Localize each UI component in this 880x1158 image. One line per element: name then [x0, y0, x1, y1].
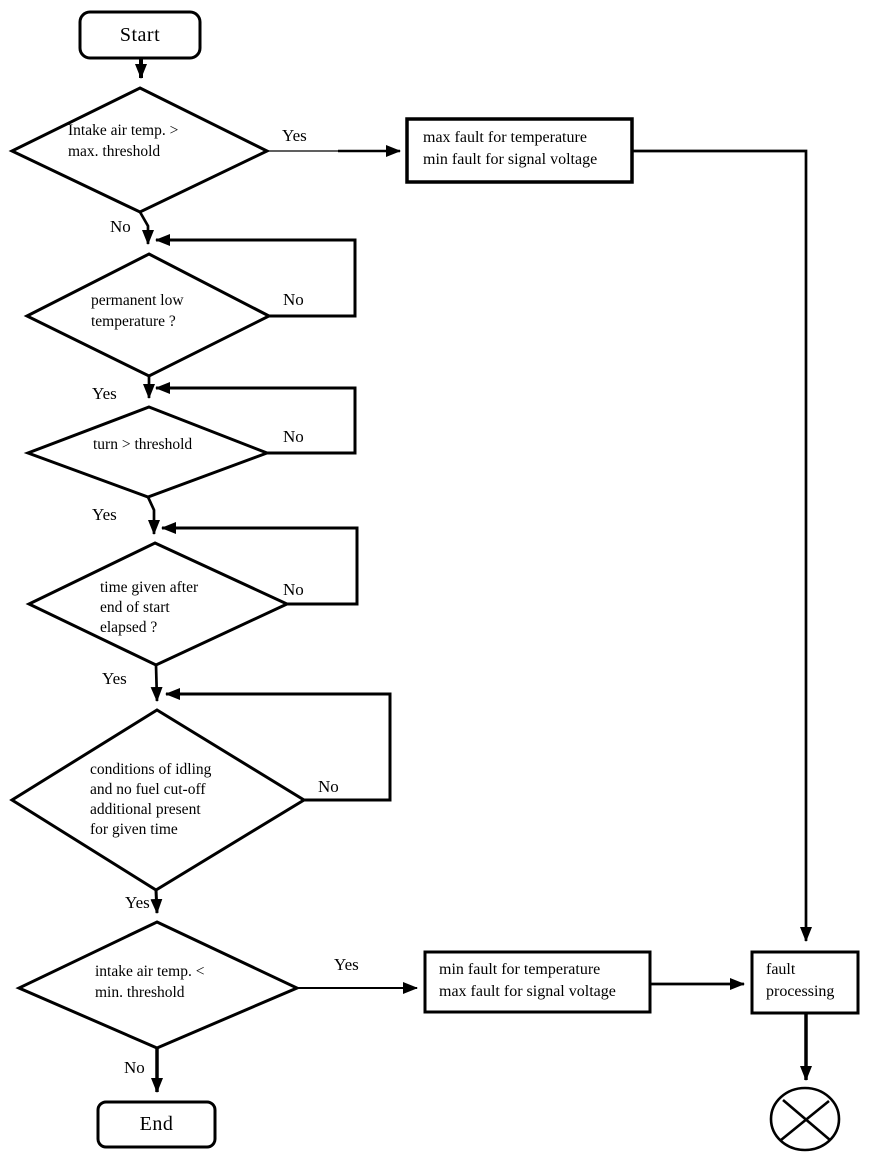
label-line: conditions of idling	[90, 761, 212, 778]
decision-intake-min-label: intake air temp. < min. threshold	[95, 961, 204, 1003]
edge-max-fault-to-fault-processing	[632, 149, 812, 942]
action-max-fault-shape	[405, 117, 634, 184]
label-line: min fault for signal voltage	[423, 151, 598, 168]
edge-label-permanent-low-no: No	[283, 290, 304, 309]
label-line: Intake air temp. >	[68, 122, 179, 139]
label-line: permanent low	[91, 292, 184, 309]
label-line: intake air temp. <	[95, 963, 205, 980]
action-fault-processing-shape	[750, 950, 860, 1015]
label-line: fault	[766, 961, 796, 978]
action-max-fault-label: max fault for temperature min fault for …	[423, 127, 597, 171]
decision-turn-shape	[23, 405, 272, 499]
end-terminator-shape	[96, 1100, 217, 1149]
label-line: additional present	[90, 801, 201, 818]
decision-time-given-shape	[25, 541, 291, 667]
edge-time-given-yes	[150, 664, 163, 702]
edge-label-permanent-low-yes: Yes	[92, 384, 117, 403]
decision-idling-shape	[9, 708, 307, 892]
decision-time-given-label: time given after end of start elapsed ?	[100, 578, 198, 638]
label-line: processing	[766, 983, 835, 1000]
decision-permanent-low-shape	[23, 252, 273, 378]
label-line: for given time	[90, 821, 178, 838]
decision-intake-min-shape	[15, 920, 301, 1050]
label-line: turn > threshold	[93, 436, 193, 453]
edge-label-intake-min-no: No	[124, 1058, 145, 1077]
decision-intake-max-shape	[8, 86, 271, 214]
decision-idling-label: conditions of idling and no fuel cut-off…	[90, 760, 211, 840]
label-line: max fault for signal voltage	[439, 983, 616, 1000]
edge-label-idling-yes: Yes	[125, 893, 150, 912]
label-line: min fault for temperature	[439, 961, 601, 978]
edge-turn-yes	[146, 496, 160, 535]
label-line: max fault for temperature	[423, 129, 587, 146]
edge-label-turn-no: No	[283, 427, 304, 446]
decision-permanent-low-label: permanent low temperature ?	[91, 290, 184, 332]
edge-idling-no-loop	[165, 688, 392, 802]
edge-label-intake-max-yes: Yes	[282, 126, 307, 145]
label-line: time given after	[100, 579, 199, 596]
label-line: temperature ?	[91, 313, 176, 330]
action-min-fault-shape	[423, 950, 652, 1014]
label-line: and no fuel cut-off	[90, 781, 206, 798]
edge-idling-yes	[150, 889, 163, 914]
edge-label-turn-yes: Yes	[92, 505, 117, 524]
edge-permanent-low-no-loop	[155, 234, 357, 318]
decision-turn-label: turn > threshold	[93, 434, 192, 455]
edge-intake-max-no	[138, 211, 154, 245]
edge-label-time-given-no: No	[283, 580, 304, 599]
start-terminator-shape	[78, 10, 202, 60]
edge-turn-no-loop	[155, 382, 357, 455]
edge-time-given-no-loop	[161, 522, 359, 606]
label-line: end of start	[100, 599, 170, 616]
edge-label-intake-max-no: No	[110, 217, 131, 236]
start-terminator-label: Start	[119, 23, 161, 46]
end-terminator-label: End	[139, 1113, 174, 1135]
label-line: min. threshold	[95, 984, 185, 1001]
decision-intake-max-label: Intake air temp. > max. threshold	[68, 120, 178, 162]
action-min-fault-label: min fault for temperature max fault for …	[439, 959, 616, 1003]
edge-label-idling-no: No	[318, 777, 339, 796]
label-line: elapsed ?	[100, 619, 158, 636]
edge-label-intake-min-yes: Yes	[334, 955, 359, 974]
label-line: max. threshold	[68, 143, 161, 160]
action-fault-processing-label: fault processing	[766, 959, 834, 1003]
crossed-circle-connector-icon	[769, 1086, 841, 1152]
edge-label-time-given-yes: Yes	[102, 669, 127, 688]
